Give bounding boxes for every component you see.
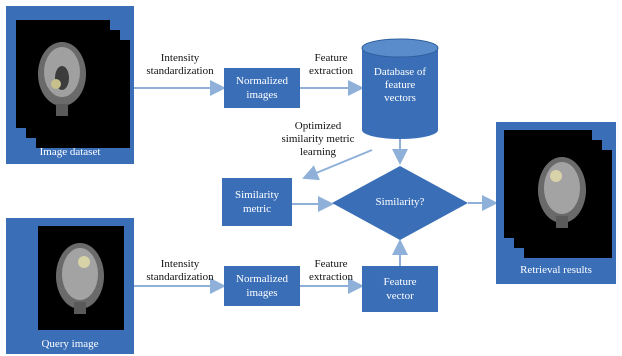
similarity-diamond [332, 166, 468, 240]
optimized-similarity-learning-label: Optimized similarity metric learning [281, 120, 355, 158]
intensity-standardization-top-label: Intensity standardization [146, 52, 214, 77]
normalized-images-bottom-box: Normalized images [224, 266, 300, 306]
dataset-stack-front [16, 20, 110, 128]
query-scan-frame [38, 226, 124, 330]
image-dataset-label: Image dataset [39, 146, 101, 158]
results-stack-front [504, 130, 592, 238]
intensity-standardization-bottom-label: Intensity standardization [146, 258, 214, 283]
database-label: Database of feature vectors [373, 66, 427, 104]
query-image-label: Query image [41, 338, 99, 350]
feature-extraction-top-label: Feature extraction [309, 52, 353, 77]
retrieval-results-label: Retrieval results [520, 264, 592, 276]
similarity-metric-box: Similarity metric [222, 178, 292, 226]
normalized-images-top-box: Normalized images [224, 68, 300, 108]
feature-vector-box: Feature vector [362, 266, 438, 312]
database-cylinder [361, 38, 439, 139]
arrow-database-to-metric [302, 149, 373, 181]
similarity-decision-label: Similarity? [375, 196, 425, 208]
feature-extraction-bottom-label: Feature extraction [309, 258, 353, 283]
